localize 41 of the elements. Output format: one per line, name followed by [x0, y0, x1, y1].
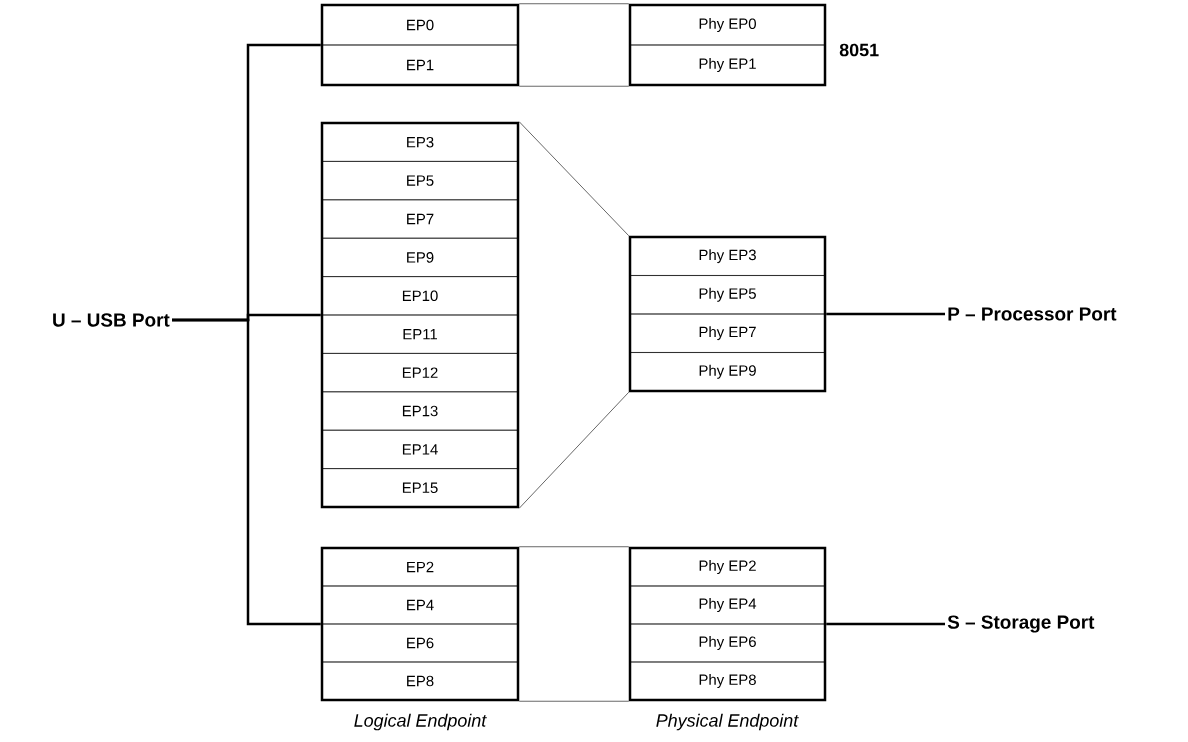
endpoint-cell: Phy EP1: [629, 44, 826, 86]
endpoint-cell: EP13: [321, 391, 519, 431]
endpoint-cell: EP8: [321, 661, 519, 701]
connector-line: [826, 622, 945, 626]
endpoint-cell: EP11: [321, 314, 519, 354]
connector-line: [518, 85, 630, 87]
endpoint-cell: Phy EP5: [629, 275, 826, 315]
connector-line: [518, 121, 630, 237]
chip-label: 8051: [839, 43, 879, 57]
connector-line: [518, 391, 630, 509]
connector-line: [826, 312, 945, 316]
endpoint-cell: EP4: [321, 585, 519, 625]
connector-line: [518, 3, 630, 5]
endpoint-cell: EP3: [321, 122, 519, 162]
port-label: S – Storage Port: [947, 615, 1095, 633]
endpoint-cell: EP5: [321, 161, 519, 201]
connector-line: [518, 700, 630, 702]
endpoint-cell: EP2: [321, 547, 519, 587]
endpoint-cell: Phy EP3: [629, 236, 826, 276]
endpoint-cell: EP7: [321, 199, 519, 239]
caption: Logical Endpoint: [354, 713, 487, 731]
endpoint-cell: EP14: [321, 429, 519, 469]
caption: Physical Endpoint: [656, 713, 799, 731]
endpoint-cell: EP15: [321, 468, 519, 508]
endpoint-cell: Phy EP7: [629, 313, 826, 353]
endpoint-cell: EP6: [321, 623, 519, 663]
endpoint-cell: EP12: [321, 353, 519, 393]
endpoint-cell: EP9: [321, 237, 519, 277]
endpoint-cell: Phy EP4: [629, 585, 826, 625]
endpoint-cell: Phy EP8: [629, 661, 826, 701]
connector-line: [518, 546, 630, 548]
endpoint-cell: EP1: [321, 44, 519, 86]
connector-line: [172, 318, 321, 626]
port-label: U – USB Port: [53, 313, 170, 327]
endpoint-cell: Phy EP2: [629, 547, 826, 587]
endpoint-cell: Phy EP9: [629, 352, 826, 392]
port-label: P – Processor Port: [948, 307, 1117, 321]
endpoint-cell: Phy EP6: [629, 623, 826, 663]
endpoint-cell: EP10: [321, 276, 519, 316]
endpoint-cell: Phy EP0: [629, 4, 826, 46]
endpoint-cell: EP0: [321, 4, 519, 46]
